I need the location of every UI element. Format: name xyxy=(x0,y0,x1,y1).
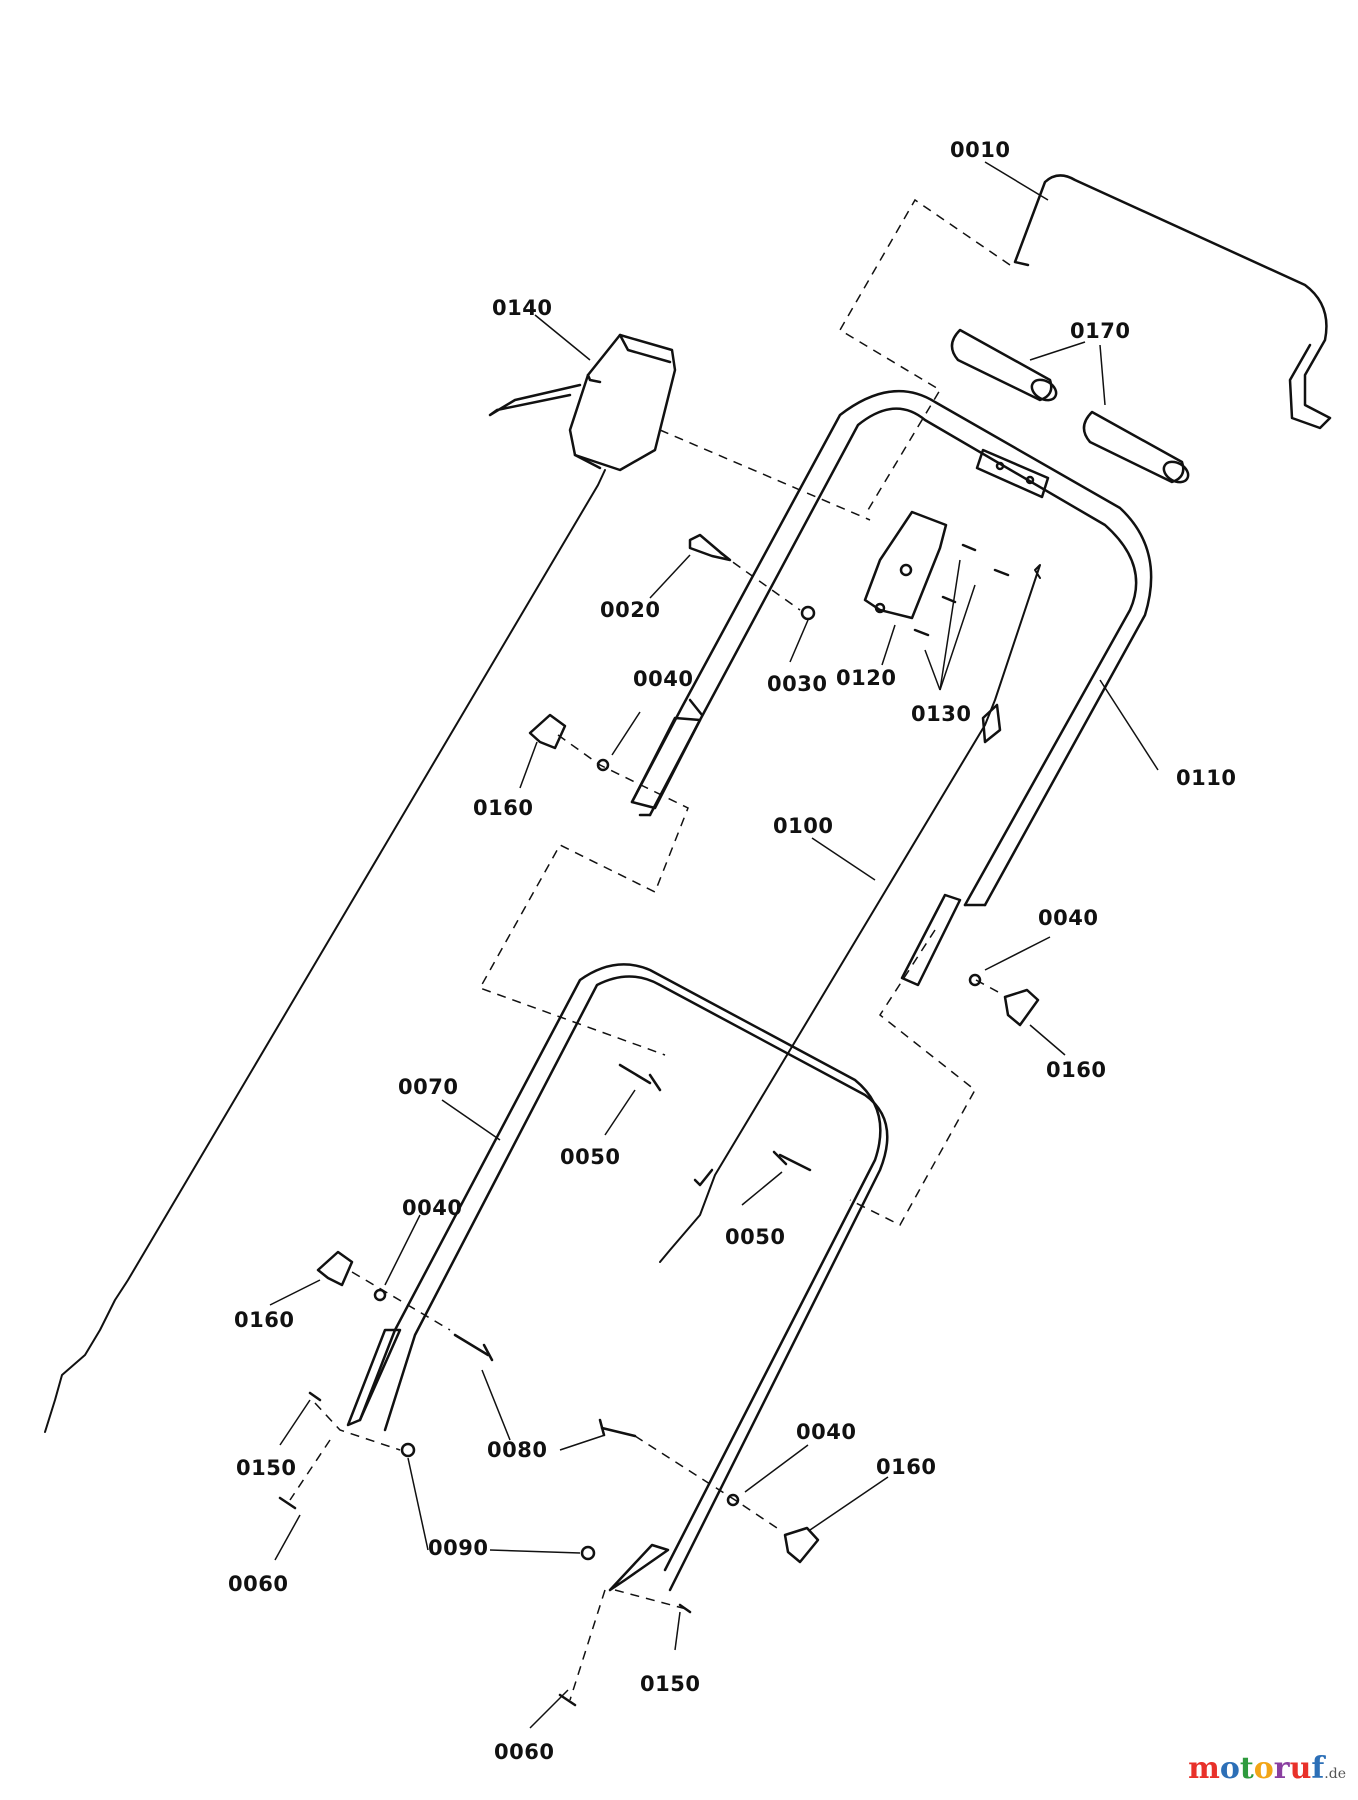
part-label-0030: 0030 xyxy=(767,672,828,696)
part-label-0130: 0130 xyxy=(911,702,972,726)
watermark-letter: o xyxy=(1253,1751,1274,1786)
part-0070-lower-handle xyxy=(346,963,889,1592)
part-label-0040: 0040 xyxy=(633,667,694,691)
part-label-0160: 0160 xyxy=(1046,1058,1107,1082)
part-0140-switch-box xyxy=(488,333,677,472)
part-label-0170: 0170 xyxy=(1070,319,1131,343)
leader-lines xyxy=(269,161,1159,1729)
part-0010-bail xyxy=(1013,174,1332,430)
part-0120-plate xyxy=(863,510,948,620)
part-label-0050: 0050 xyxy=(725,1225,786,1249)
part-label-0050: 0050 xyxy=(560,1145,621,1169)
watermark-letter: u xyxy=(1289,1751,1312,1786)
part-0130-screws xyxy=(913,543,1010,637)
part-label-0010: 0010 xyxy=(950,138,1011,162)
part-0140-cable xyxy=(44,469,606,1433)
part-label-0020: 0020 xyxy=(600,598,661,622)
part-label-0080: 0080 xyxy=(487,1438,548,1462)
part-label-0040: 0040 xyxy=(1038,906,1099,930)
watermark-letter: r xyxy=(1273,1751,1290,1786)
watermark-letter: o xyxy=(1219,1751,1240,1786)
part-label-0040: 0040 xyxy=(402,1196,463,1220)
part-0040-washers xyxy=(373,758,982,1507)
watermark-letter: m xyxy=(1188,1751,1220,1786)
part-label-0160: 0160 xyxy=(234,1308,295,1332)
part-0030-nut xyxy=(800,605,816,621)
part-label-0120: 0120 xyxy=(836,666,897,690)
part-label-0070: 0070 xyxy=(398,1075,459,1099)
part-label-0100: 0100 xyxy=(773,814,834,838)
part-0020-pin xyxy=(688,533,732,562)
part-label-0160: 0160 xyxy=(876,1455,937,1479)
part-label-0060: 0060 xyxy=(228,1572,289,1596)
part-label-0090: 0090 xyxy=(428,1536,489,1560)
part-label-0040: 0040 xyxy=(796,1420,857,1444)
part-0110-upper-handle xyxy=(630,389,1153,987)
part-label-0140: 0140 xyxy=(492,296,553,320)
part-0170-grips xyxy=(950,328,1190,484)
part-label-0060: 0060 xyxy=(494,1740,555,1764)
watermark-letter: t xyxy=(1239,1751,1254,1786)
part-label-0150: 0150 xyxy=(640,1672,701,1696)
watermark-suffix: .de xyxy=(1324,1766,1346,1782)
part-nuts-pins xyxy=(278,1442,596,1707)
part-label-0150: 0150 xyxy=(236,1456,297,1480)
part-0160-knobs xyxy=(316,713,1040,1564)
assembly-lines xyxy=(289,198,1011,1701)
watermark-letter: f xyxy=(1311,1751,1325,1786)
part-label-0110: 0110 xyxy=(1176,766,1237,790)
part-bolts xyxy=(308,1063,812,1614)
motoruf-watermark: motoruf.de xyxy=(1188,1751,1346,1786)
part-label-0160: 0160 xyxy=(473,796,534,820)
